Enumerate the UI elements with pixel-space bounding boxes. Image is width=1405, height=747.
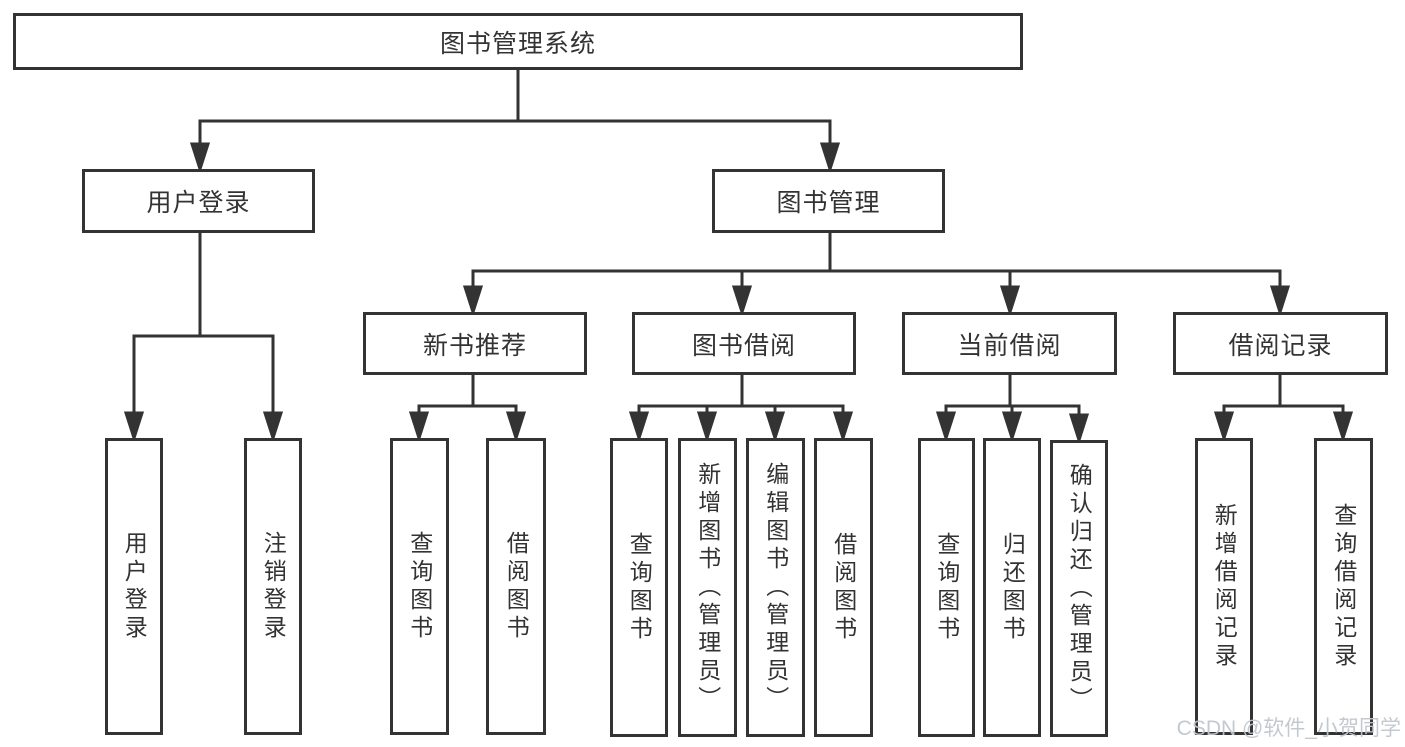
csdn-watermark: CSDN @软件_小贺同学 xyxy=(1176,717,1401,740)
leaf-user-login: 用户登录 xyxy=(105,438,163,735)
leaf-borrow-book-recommend: 借阅图书 xyxy=(486,438,546,735)
leaf-label: 查询图书 xyxy=(933,531,960,644)
leaf-label: 借阅图书 xyxy=(830,531,857,644)
leaf-add-book-admin: 新增图书（管理员） xyxy=(678,438,737,737)
node-book-borrow: 图书借阅 xyxy=(632,312,856,375)
leaf-borrow-book: 借阅图书 xyxy=(814,438,873,737)
leaf-label: 用户登录 xyxy=(121,530,148,643)
leaf-return-book: 归还图书 xyxy=(983,438,1041,737)
leaf-label: 查询图书 xyxy=(626,531,653,644)
leaf-label: 新增借阅记录 xyxy=(1211,502,1238,671)
leaf-query-book-current: 查询图书 xyxy=(918,438,975,737)
node-new-book-recommend: 新书推荐 xyxy=(363,312,587,375)
leaf-label: 编辑图书（管理员） xyxy=(762,461,789,714)
leaf-label: 查询图书 xyxy=(406,530,433,643)
leaf-edit-book-admin: 编辑图书（管理员） xyxy=(746,438,805,737)
leaf-label: 新增图书（管理员） xyxy=(694,461,721,714)
leaf-query-book-borrow: 查询图书 xyxy=(610,438,668,737)
leaf-label: 注销登录 xyxy=(260,530,287,643)
leaf-label: 查询借阅记录 xyxy=(1330,502,1357,671)
leaf-query-borrow-record: 查询借阅记录 xyxy=(1314,438,1373,735)
leaf-label: 归还图书 xyxy=(999,531,1026,644)
node-current-borrow: 当前借阅 xyxy=(902,312,1117,375)
leaf-add-borrow-record: 新增借阅记录 xyxy=(1195,438,1253,735)
leaf-query-book-recommend: 查询图书 xyxy=(390,438,449,735)
leaf-label: 借阅图书 xyxy=(503,530,530,643)
node-root: 图书管理系统 xyxy=(13,13,1023,70)
leaf-confirm-return-admin: 确认归还（管理员） xyxy=(1050,440,1108,737)
node-user-login: 用户登录 xyxy=(82,169,315,233)
node-book-management: 图书管理 xyxy=(712,169,945,233)
leaf-label: 确认归还（管理员） xyxy=(1066,462,1093,715)
leaf-logout: 注销登录 xyxy=(244,438,302,735)
node-borrow-record: 借阅记录 xyxy=(1173,312,1388,375)
